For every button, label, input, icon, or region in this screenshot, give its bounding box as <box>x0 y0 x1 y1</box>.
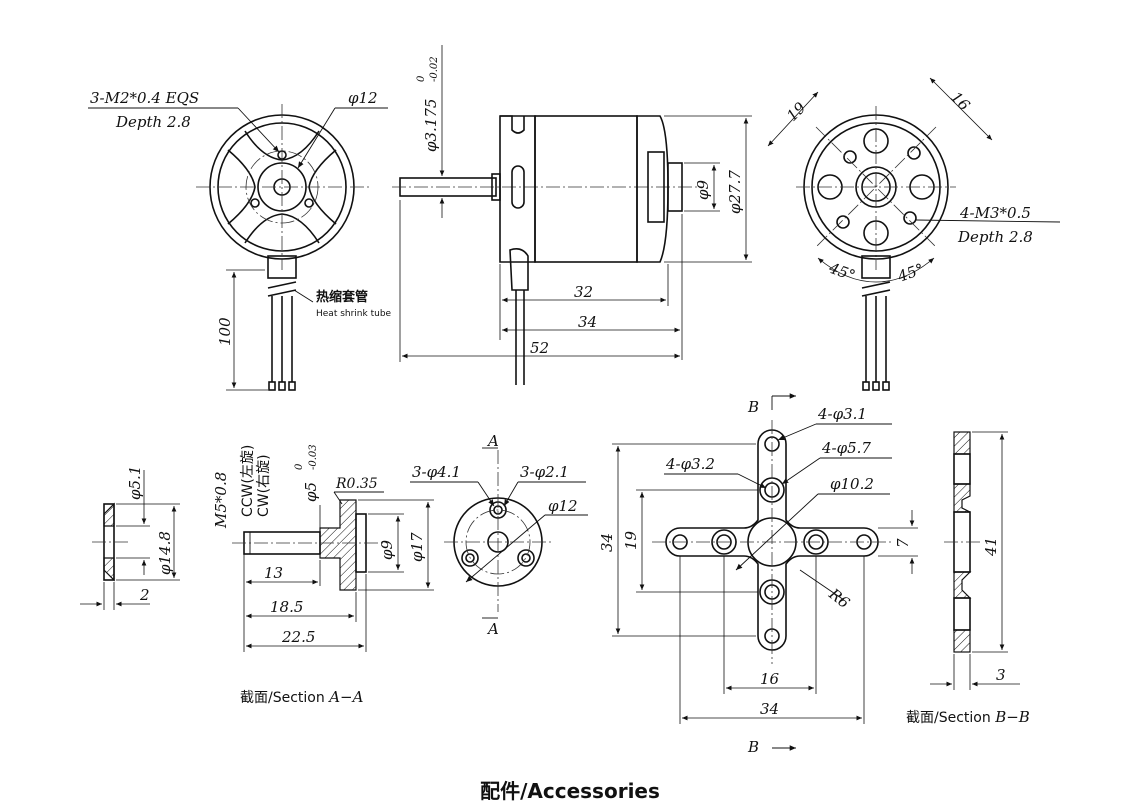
mount-radius-6: R6 <box>825 584 854 612</box>
mount-width-34: 34 <box>760 700 779 718</box>
mount-section: 41 3 截面/Section B−B <box>906 431 1030 726</box>
heat-shrink-en: Heat shrink tube <box>316 309 392 319</box>
svg-text:截面/Section A−A: 截面/Section A−A <box>240 688 364 706</box>
section-thick-3: 3 <box>996 666 1006 684</box>
front-view: 3-M2*0.4 EQS Depth 2.8 φ12 100 热缩套管 Heat… <box>88 89 392 391</box>
side-front-bell <box>499 115 536 263</box>
mount-holes-32: 4-φ3.2 <box>665 455 715 473</box>
rear-angle-left: 45° <box>826 259 858 285</box>
collet-washer: φ5.1 φ14.8 2 <box>80 466 180 610</box>
adapter-holes-41: 3-φ4.1 <box>412 463 461 481</box>
rear-depth-label: Depth 2.8 <box>957 228 1033 246</box>
shaft-ccw: CCW(左旋) <box>240 445 256 517</box>
prop-adapter: A A 3-φ4.1 3-φ2.1 φ12 <box>410 432 588 638</box>
mount-height-34: 34 <box>598 533 616 552</box>
adapter-holes-21: 3-φ2.1 <box>520 463 569 481</box>
section-a-label: 截面/Section <box>240 690 325 706</box>
shaft-len-185: 18.5 <box>270 598 303 616</box>
front-depth-label: Depth 2.8 <box>115 113 191 131</box>
accessories-title: 配件/Accessories <box>480 779 660 803</box>
bore-dia: φ5 <box>302 482 320 502</box>
cross-mount: B B 4-φ3.1 4-φ5.7 4-φ3.2 φ10.2 34 19 7 R… <box>598 393 918 756</box>
shaft-thread: M5*0.8 <box>212 472 230 529</box>
adapter-section-top: A <box>486 432 499 450</box>
len-32: 32 <box>574 283 593 301</box>
body-dia: φ27.7 <box>726 170 744 214</box>
shaft-dia-17: φ17 <box>408 532 426 562</box>
adapter-section-bottom: A <box>486 620 499 638</box>
mount-section-top: B <box>747 398 759 416</box>
collet-dia-148: φ14.8 <box>156 531 174 575</box>
rear-angle-right: 45° <box>894 260 926 286</box>
mount-dia-102: φ10.2 <box>830 475 874 493</box>
side-view: φ3.175 0 -0.02 φ9 φ27.7 32 34 52 <box>392 45 752 385</box>
rear-dim-19: 19 <box>783 98 810 125</box>
shaft-len-13: 13 <box>264 564 283 582</box>
len-52: 52 <box>530 339 549 357</box>
section-b-label: 截面/Section <box>906 710 991 726</box>
prop-shaft-section: M5*0.8 CCW(左旋) CW(右旋) φ5 0 -0.03 R0.35 φ… <box>212 444 434 706</box>
rear-view: 19 16 4-M3*0.5 Depth 2.8 45° 45° <box>767 77 1061 391</box>
shaft-tol-upper: 0 <box>416 75 427 82</box>
adapter-dia-12: φ12 <box>548 497 578 515</box>
collet-thick-2: 2 <box>139 586 150 604</box>
heat-shrink-cn: 热缩套管 <box>316 289 368 305</box>
svg-text:截面/Section B−B: 截面/Section B−B <box>906 708 1030 726</box>
section-a-mark: A−A <box>327 688 363 706</box>
shaft-len-225: 22.5 <box>281 628 315 646</box>
boss-dia: φ9 <box>694 179 712 200</box>
rear-thread-label: 4-M3*0.5 <box>959 204 1031 222</box>
collet-dia-51: φ5.1 <box>126 466 144 500</box>
shaft-tol-lower: -0.02 <box>429 56 440 82</box>
mount-width-7: 7 <box>894 538 912 548</box>
mount-holes-57: 4-φ5.7 <box>821 439 871 457</box>
section-height-41: 41 <box>982 537 1000 557</box>
rear-dim-16: 16 <box>947 88 974 115</box>
mount-height-19: 19 <box>622 530 640 550</box>
mount-width-16: 16 <box>760 670 780 688</box>
len-34: 34 <box>578 313 597 331</box>
mount-section-bottom: B <box>747 738 759 756</box>
shaft-dia: φ3.175 <box>422 99 440 152</box>
section-b-mark: B−B <box>994 708 1030 726</box>
bore-tol-upper: 0 <box>294 463 305 470</box>
side-body <box>534 115 638 263</box>
shaft-cw: CW(右旋) <box>256 454 272 517</box>
cross-outline <box>665 429 879 651</box>
front-thread-label: 3-M2*0.4 EQS <box>90 89 199 107</box>
mount-holes-31: 4-φ3.1 <box>817 405 867 423</box>
shaft-dia-9: φ9 <box>378 539 396 560</box>
bore-tol-lower: -0.03 <box>308 444 319 470</box>
shaft-radius: R0.35 <box>335 476 378 492</box>
front-lead-length: 100 <box>216 317 234 346</box>
front-dia-label: φ12 <box>348 89 378 107</box>
